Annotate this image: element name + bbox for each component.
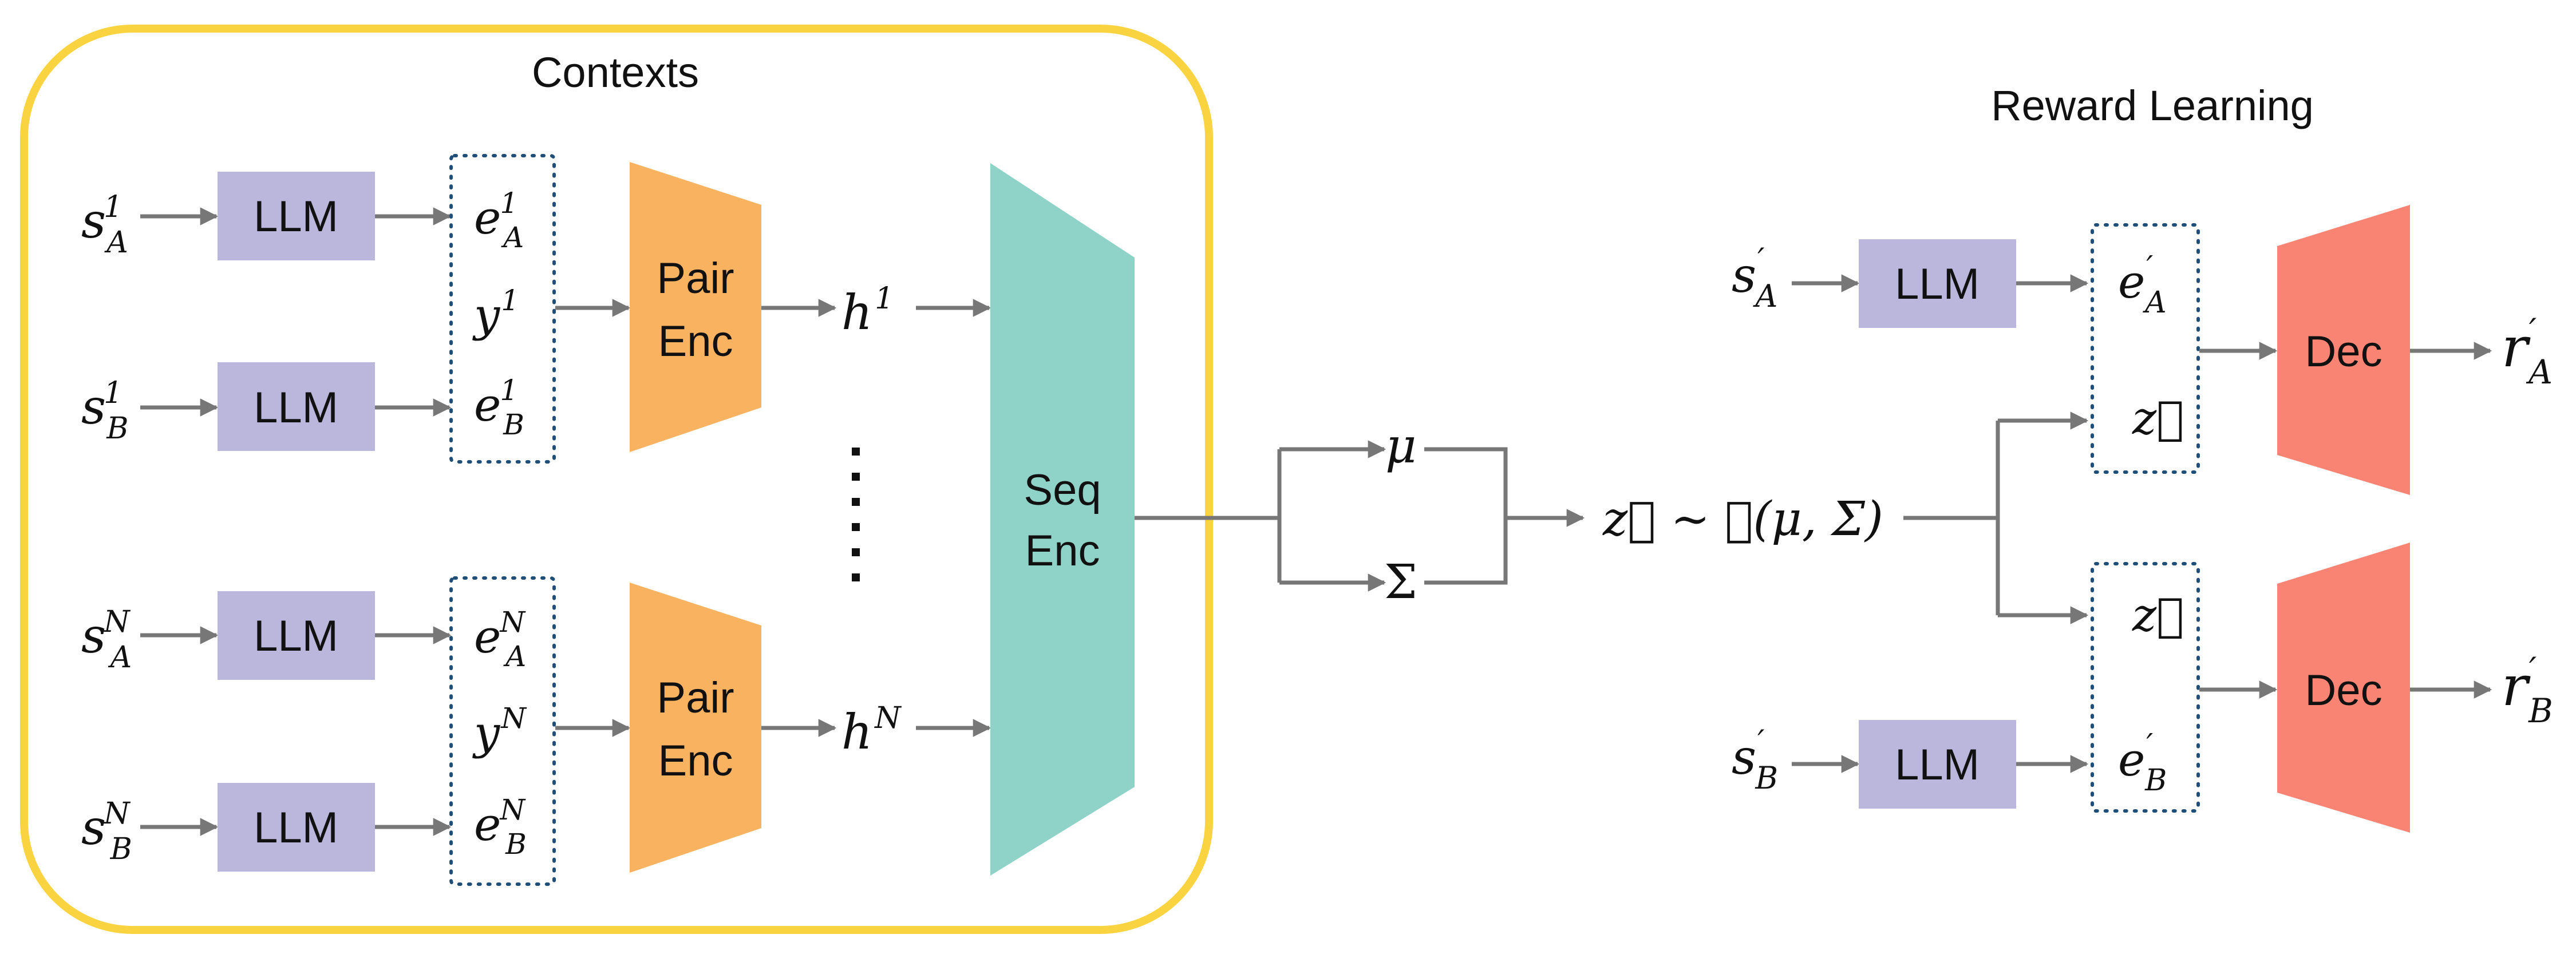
emb-b-label: e′B (2118, 728, 2167, 798)
reward-branch-a: s′A LLM e′A z⃗ Dec r′A (1732, 205, 2553, 495)
z-label: z⃗ (2132, 588, 2184, 642)
sigma-label: Σ (1384, 555, 1417, 609)
llm-block-label: LLM (1895, 260, 1980, 308)
z-label: z⃗ (2132, 391, 2184, 445)
pair-encoder-block (630, 583, 761, 873)
llm-block (218, 783, 375, 872)
label-y: y1 (472, 284, 519, 342)
output-a-label: r′A (2502, 311, 2553, 391)
emb-a-label: e′A (2118, 250, 2167, 320)
embedding-group-box (449, 154, 556, 464)
contexts-title: Contexts (532, 49, 699, 96)
mu-label: μ (1385, 418, 1417, 474)
decoder-block (2277, 543, 2410, 833)
embedding-group-box (2091, 562, 2200, 813)
pair-encoder-label: Pair (657, 674, 734, 722)
latent-sample-expression: z⃗ ∼ 𝒩(μ, Σ) (1602, 492, 1883, 547)
reward-branch-b: z⃗ e′B s′B LLM Dec r′B (1732, 543, 2553, 833)
sequence-encoder-label: Enc (1025, 527, 1100, 575)
decoder-block (2277, 205, 2410, 495)
pair-encoder-block (630, 162, 761, 452)
llm-block (218, 591, 375, 680)
input-a-label: s′A (1732, 242, 1777, 314)
label-y: yN (472, 702, 527, 759)
latent-split (1903, 411, 2089, 624)
pair-encoder-label: Pair (657, 254, 734, 303)
llm-block (218, 362, 375, 451)
hidden-label: hN (841, 701, 902, 760)
llm-block-label: LLM (254, 612, 338, 660)
llm-block-label: LLM (254, 383, 338, 432)
contexts-frame (20, 25, 1213, 934)
embedding-group-box (449, 576, 556, 886)
embedding-group-box (2091, 223, 2200, 474)
decoder-label: Dec (2305, 666, 2382, 715)
reward-learning-title: Reward Learning (1991, 82, 2314, 129)
pair-encoder-label: Enc (658, 317, 733, 366)
sequence-encoder-label: Seq (1024, 466, 1101, 514)
llm-block-label: LLM (254, 192, 338, 241)
ellipsis-dots (852, 448, 860, 581)
llm-block (1859, 239, 2016, 328)
latent-branch: μ Σ (1135, 418, 1585, 609)
pair-encoder-label: Enc (658, 737, 733, 785)
input-b-label: s′B (1732, 723, 1778, 796)
llm-block-label: LLM (254, 803, 338, 852)
llm-block (218, 172, 375, 260)
decoder-label: Dec (2305, 327, 2382, 376)
llm-block (1859, 720, 2016, 809)
output-b-label: r′B (2502, 650, 2553, 730)
hidden-label: h1 (841, 282, 894, 341)
sequence-encoder-block (990, 163, 1135, 876)
llm-block-label: LLM (1895, 741, 1980, 789)
